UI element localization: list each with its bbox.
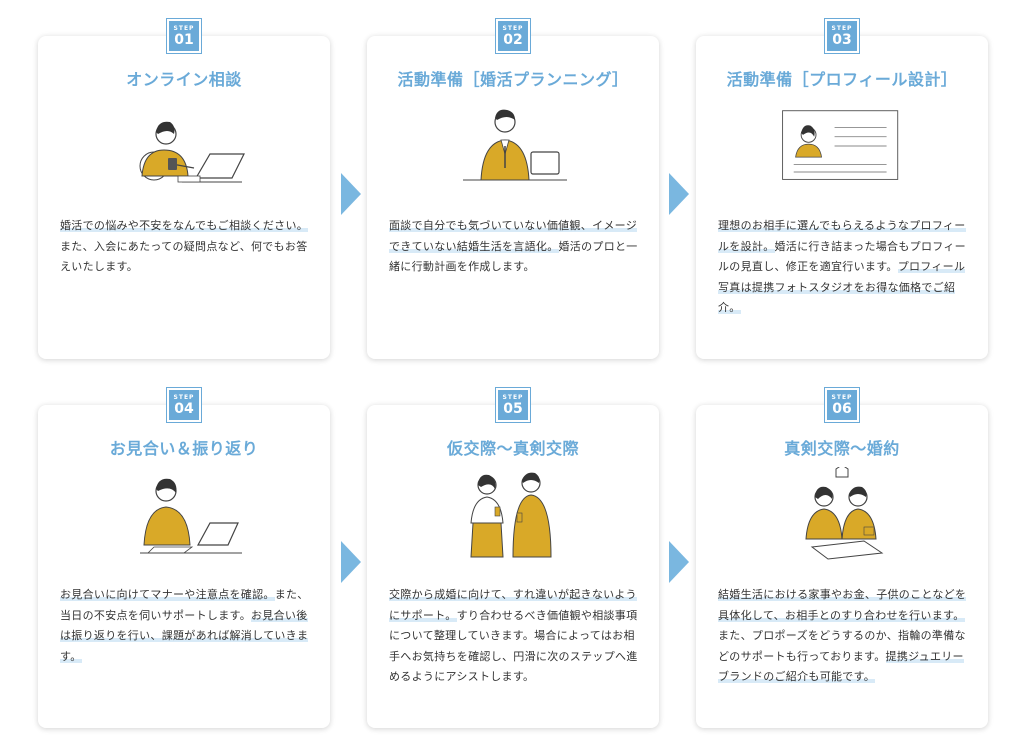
next-arrow-icon	[669, 173, 689, 215]
step-title: 活動準備［婚活プランニング］	[397, 70, 629, 89]
step-label: STEP	[831, 394, 853, 401]
step-description: 面談で自分でも気づいていない価値観、イメージできていない結婚生活を言語化。婚活の…	[389, 216, 639, 278]
step-text: 婚活に行き詰まった場合もプロフィールの見直し、修正を適宜行います。	[718, 239, 966, 274]
step-badge: STEP 05	[495, 387, 531, 423]
step-description: 理想のお相手に選んでもらえるようなプロフィールを設計。婚活に行き詰まった場合もプ…	[718, 216, 968, 319]
step-label: STEP	[831, 25, 853, 32]
step-badge: STEP 04	[166, 387, 202, 423]
step-text-highlight: お見合いに向けてマナーや注意点を確認。	[60, 588, 275, 601]
step-title: オンライン相談	[126, 70, 242, 89]
step-card-01: STEP 01 オンライン相談 婚活での悩みや不安をなんでもご相談ください。また…	[38, 18, 330, 359]
step-title: 活動準備［プロフィール設計］	[726, 70, 958, 89]
couple-planning-icon	[805, 467, 884, 560]
step-description: 婚活での悩みや不安をなんでもご相談ください。また、入会にあたっての疑問点など、何…	[60, 216, 310, 278]
step-card-02: STEP 02 活動準備［婚活プランニング］ 面談で自分でも気づいていない価値観…	[367, 18, 659, 359]
step-badge: STEP 02	[495, 18, 531, 54]
step-text: 場合によってはお相手へお気持ちを確認し、円滑に次のステップへ進めるようにアシスト…	[389, 629, 638, 683]
step-number: 06	[832, 401, 852, 417]
step-title: お見合い＆振り返り	[109, 439, 259, 458]
step-badge: STEP 03	[824, 18, 860, 54]
step-badge: STEP 01	[166, 18, 202, 54]
step-description: 結婚生活における家事やお金、子供のことなどを具体化して、お相手とのすり合わせを行…	[718, 585, 968, 688]
step-text: また、当日の不安点を伺いサポートします。	[60, 588, 309, 622]
couple-date-icon	[470, 472, 552, 558]
step-number: 03	[832, 32, 852, 48]
step-text: すり合わせるべき価値観や相談事項について整理していきます。	[389, 608, 638, 643]
next-arrow-icon	[341, 173, 361, 215]
step-number: 04	[174, 401, 194, 417]
step-number: 05	[503, 401, 523, 417]
next-arrow-icon	[341, 541, 361, 583]
step-card-03: STEP 03 活動準備［プロフィール設計］ 理想のお相手に選んでもらえるような…	[696, 18, 988, 359]
next-arrow-icon	[669, 541, 689, 583]
step-title: 真剣交際〜婚約	[784, 439, 900, 458]
step-card-06: STEP 06 真剣交際〜婚約 結婚生活における家事やお金、子供のことなどを具体…	[696, 387, 988, 728]
step-title: 仮交際〜真剣交際	[446, 439, 579, 458]
step-card-05: STEP 05 仮交際〜真剣交際 交際から成婚に向けて、すれ違いが起きないように…	[367, 387, 659, 728]
step-number: 01	[174, 32, 194, 48]
profile-card-icon	[782, 110, 899, 180]
step-text: また、プロポーズをどうするのか、指輪の準備などのサポートも行っております。	[718, 629, 966, 663]
step-text-highlight: 婚活での悩みや不安をなんでもご相談ください。	[60, 219, 309, 232]
step-card-04: STEP 04 お見合い＆振り返り お見合いに向けてマナーや注意点を確認。また、…	[38, 387, 330, 728]
step-text: 婚活のプロと一緒に行動計画を作成します。	[389, 239, 638, 274]
step-description: 交際から成婚に向けて、すれ違いが起きないようにサポート。すり合わせるべき価値観や…	[389, 585, 639, 688]
step-label: STEP	[502, 394, 524, 401]
step-label: STEP	[173, 25, 195, 32]
step-number: 02	[503, 32, 523, 48]
step-text: また、入会にあたっての疑問点など、何でもお答えいたします。	[60, 239, 308, 274]
step-badge: STEP 06	[824, 387, 860, 423]
woman-laptop-icon	[139, 121, 245, 183]
step-description: お見合いに向けてマナーや注意点を確認。また、当日の不安点を伺いサポートします。お…	[60, 585, 310, 667]
step-label: STEP	[502, 25, 524, 32]
man-tablet-icon	[463, 109, 567, 181]
step-label: STEP	[173, 394, 195, 401]
woman-notebook-icon	[140, 478, 242, 554]
step-text-highlight: 結婚生活における家事やお金、子供のことなどを具体化して、お相手とのすり合わせを行…	[718, 588, 967, 622]
